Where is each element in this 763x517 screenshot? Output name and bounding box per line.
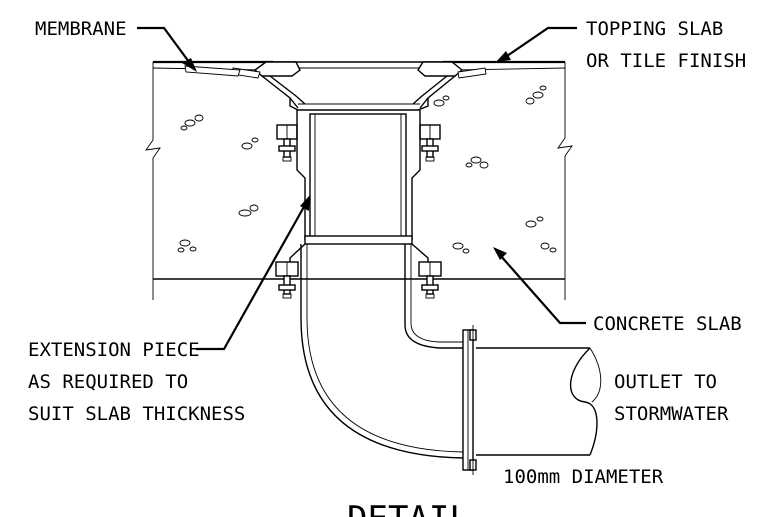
label-extension-line3: SUIT SLAB THICKNESS (28, 403, 245, 425)
label-extension-line2: AS REQUIRED TO (28, 371, 188, 393)
upper-clamp-ring (276, 110, 441, 240)
label-outlet-line1: OUTLET TO (614, 371, 717, 393)
annotation-labels: MEMBRANE TOPPING SLAB OR TILE FINISH EXT… (28, 18, 746, 517)
stormwater-pipe (476, 347, 602, 456)
concrete-aggregate (177, 85, 557, 254)
label-concrete-slab: CONCRETE SLAB (593, 313, 742, 335)
drain-grate-body (184, 61, 487, 111)
label-diameter: 100mm DIAMETER (503, 466, 664, 488)
slab-outline (145, 60, 573, 300)
label-membrane: MEMBRANE (35, 18, 127, 40)
label-topping-line2: OR TILE FINISH (586, 50, 746, 72)
leader-lines (137, 26, 586, 351)
lower-body (275, 243, 442, 299)
label-topping-line1: TOPPING SLAB (586, 18, 723, 40)
label-outlet-line2: STORMWATER (614, 403, 729, 425)
outlet-bend-pipe (300, 244, 477, 475)
drawing-title: DETAIL (347, 499, 470, 517)
extension-piece (304, 113, 413, 245)
label-extension-line1: EXTENSION PIECE (28, 339, 200, 361)
